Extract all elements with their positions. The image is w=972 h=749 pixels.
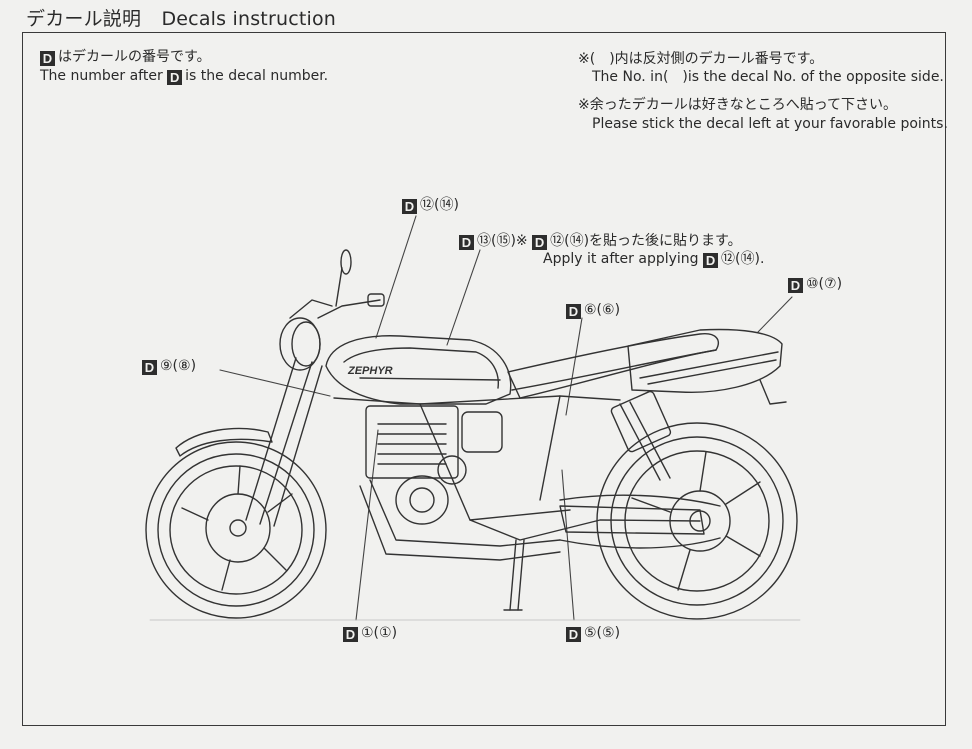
engine — [366, 406, 502, 524]
leader-lines — [220, 216, 792, 620]
decal-marker: D — [167, 70, 183, 85]
note-opposite-side-jp: ※( )内は反対側のデカール番号です。 — [578, 51, 824, 67]
decal-marker: D — [40, 51, 55, 66]
title-japanese: デカール説明 — [26, 8, 142, 30]
note-opposite-side-en: The No. in( )is the decal No. of the opp… — [592, 69, 944, 85]
title-english: Decals instruction — [161, 8, 337, 30]
instruction-frame — [22, 32, 946, 726]
note-leftover-jp: ※余ったデカールは好きなところへ貼って下さい。 — [578, 97, 898, 113]
tank-logo: ZEPHYR — [347, 365, 393, 377]
note-leftover-en: Please stick the decal left at your favo… — [592, 116, 948, 132]
page-title: デカール説明 Decals instruction — [26, 4, 336, 31]
front-wheel — [146, 442, 326, 618]
